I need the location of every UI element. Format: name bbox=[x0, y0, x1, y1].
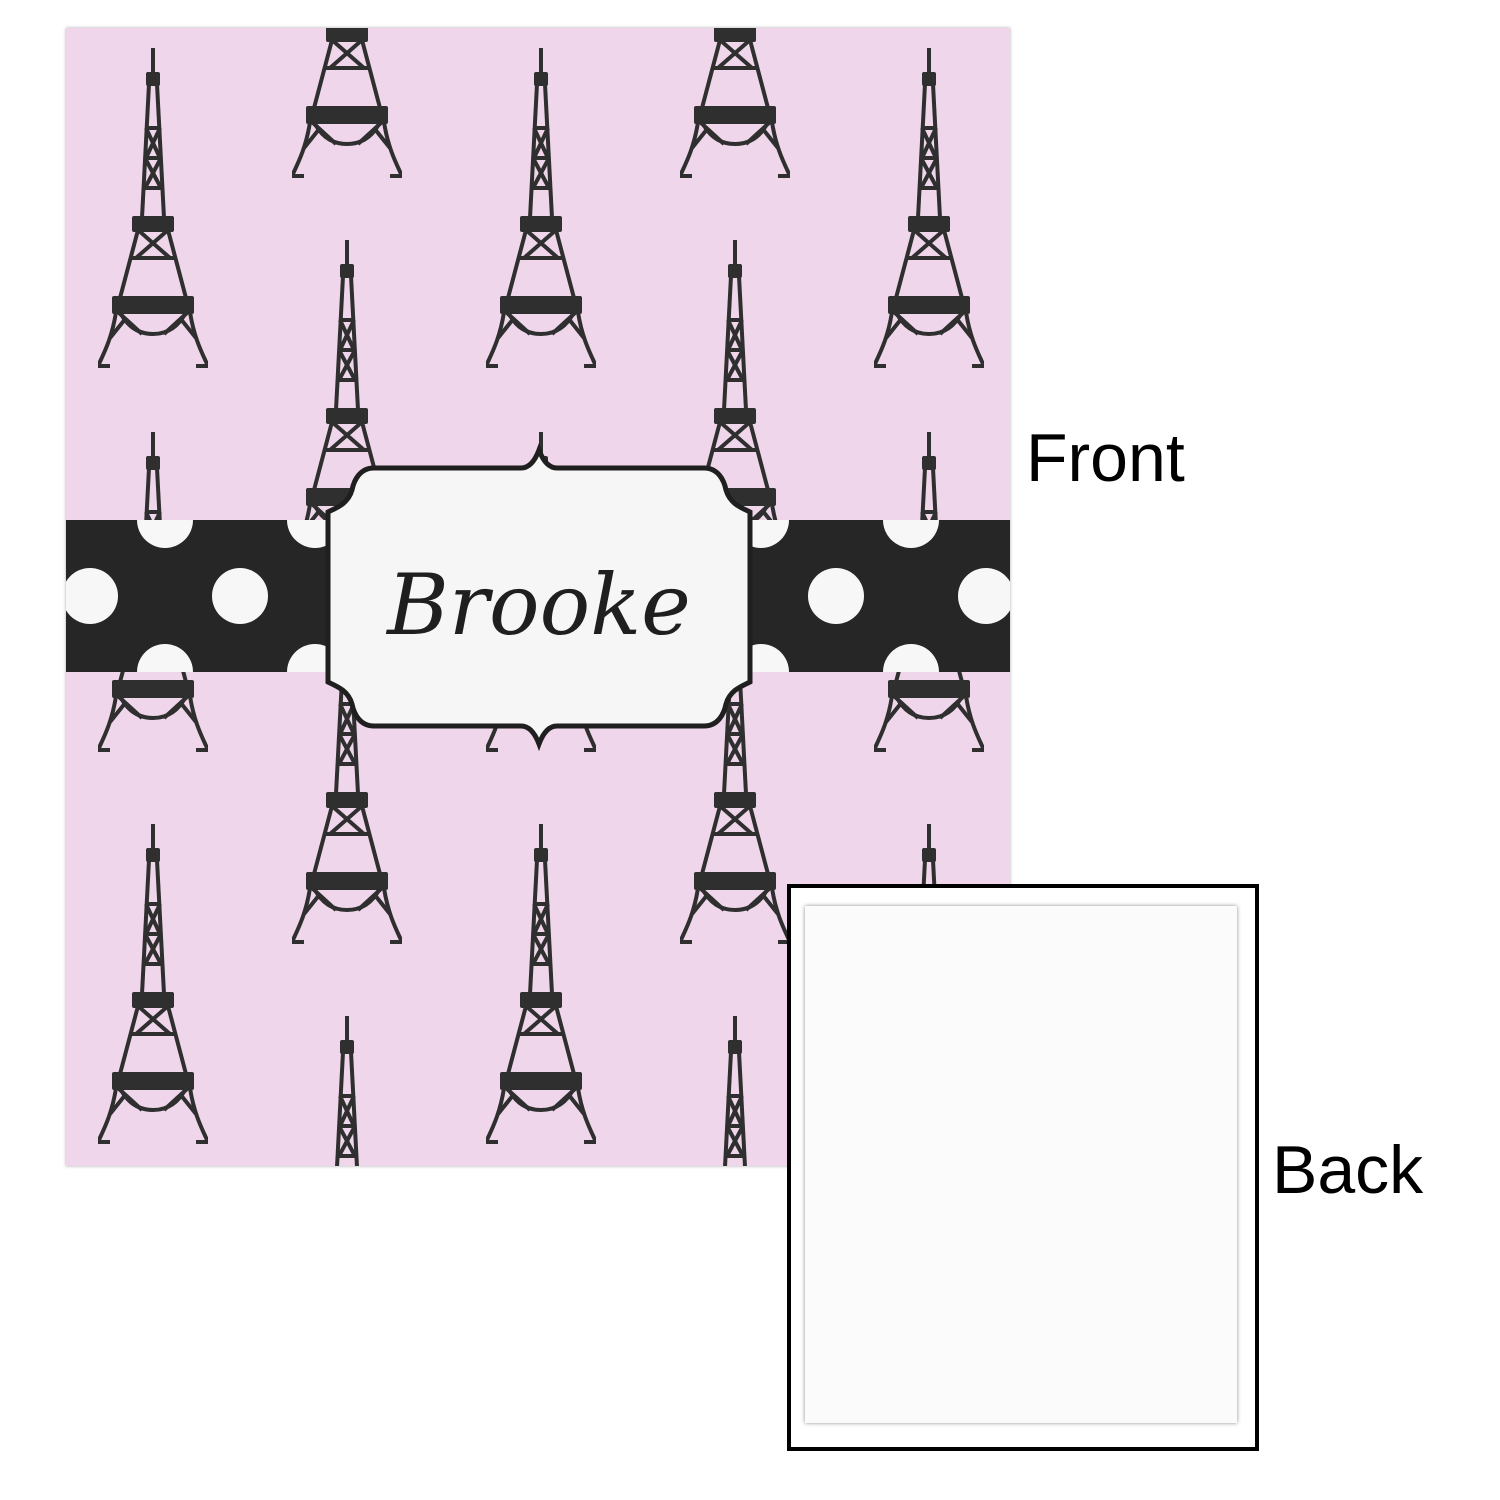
polka-dot bbox=[958, 568, 1010, 624]
polka-dot bbox=[883, 520, 939, 548]
polka-dot bbox=[808, 568, 864, 624]
back-design-panel bbox=[787, 884, 1259, 1451]
name-plaque: Brooke bbox=[325, 442, 753, 752]
polka-dot bbox=[883, 644, 939, 672]
front-label: Front bbox=[1026, 420, 1185, 496]
back-label: Back bbox=[1272, 1132, 1424, 1208]
front-design-panel: Brooke bbox=[66, 28, 1010, 1166]
back-blank-sheet bbox=[805, 906, 1237, 1423]
front-design-svg: Brooke bbox=[66, 28, 1010, 1166]
personalized-name: Brooke bbox=[385, 556, 691, 654]
polka-dot bbox=[212, 568, 268, 624]
polka-dot bbox=[137, 520, 193, 548]
polka-dot bbox=[137, 644, 193, 672]
polka-dot bbox=[66, 568, 118, 624]
